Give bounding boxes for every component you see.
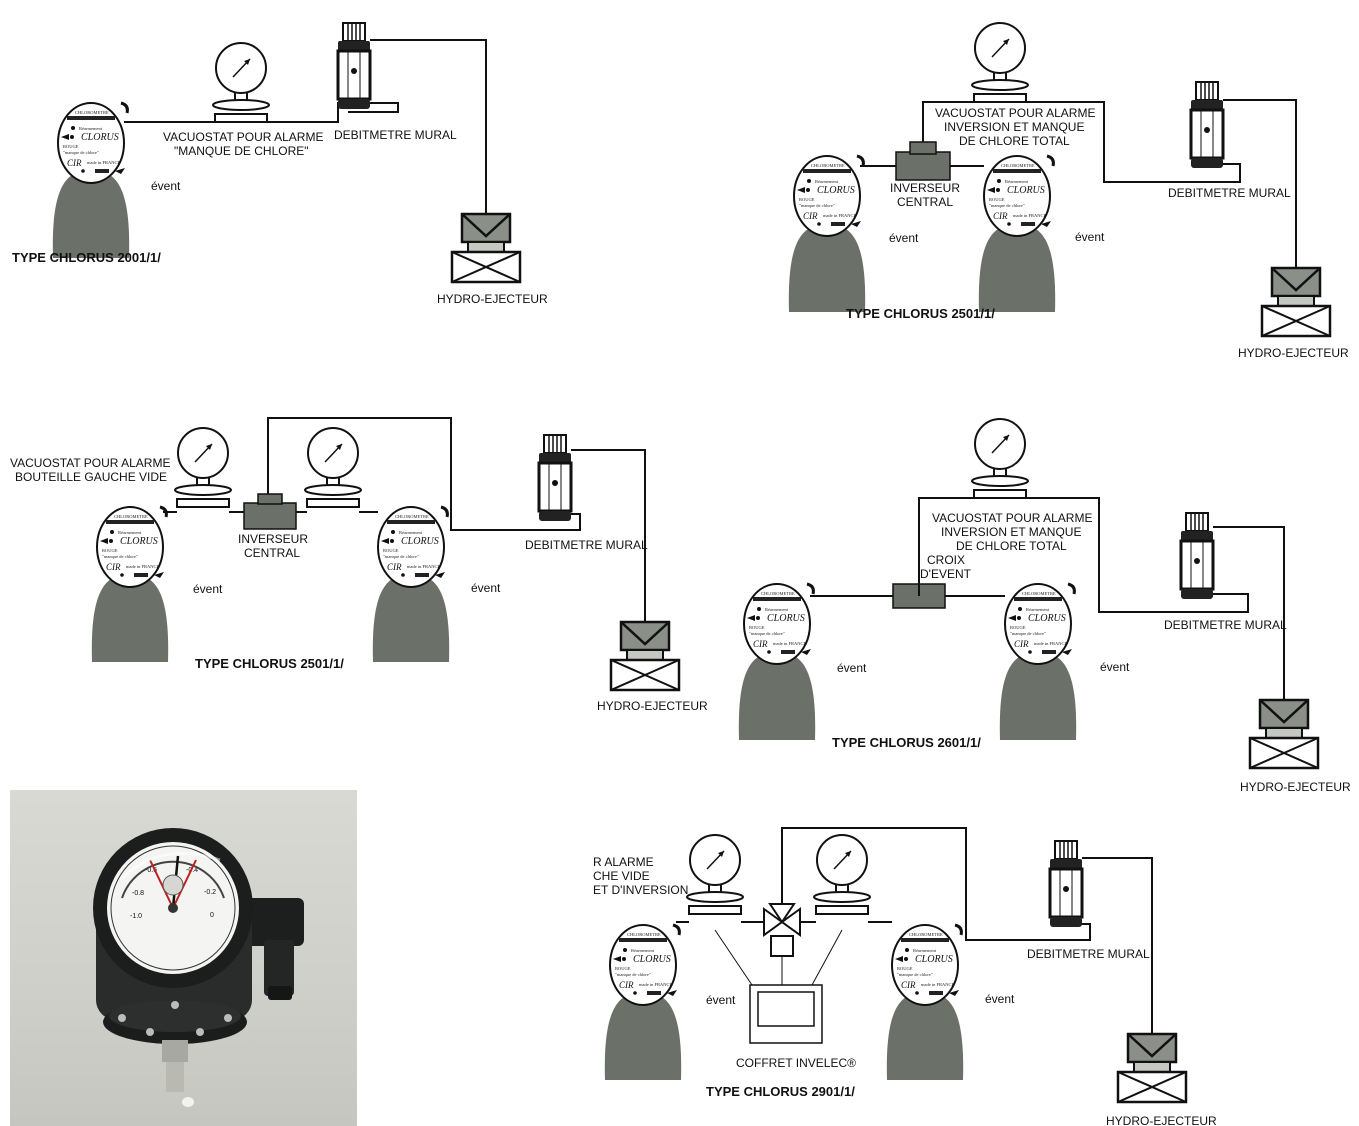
label-central: CENTRAL: [244, 546, 300, 560]
label-debitmetre: DEBITMETRE MURAL: [1027, 947, 1150, 961]
label-vacuostat-2: INVERSION ET MANQUE: [941, 525, 1081, 539]
label-vacuostat-3: DE CHLORE TOTAL: [959, 134, 1070, 148]
label-inverseur: INVERSEUR: [238, 532, 308, 546]
svg-text:-0.2: -0.2: [204, 889, 216, 896]
hydro-ejector: [1248, 698, 1320, 770]
hydro-ejector: [1116, 1032, 1188, 1104]
label-vacuostat-3: DE CHLORE TOTAL: [956, 539, 1067, 553]
vacuum-regulator-right: [376, 505, 449, 589]
diagram-chlorus-2601: VACUOSTAT POUR ALARME INVERSION ET MANQU…: [738, 418, 1351, 794]
label-event-right: évent: [985, 992, 1015, 1006]
gas-cylinder-left: [738, 652, 816, 740]
wall-flowmeter: [336, 21, 372, 111]
label-event-right: évent: [471, 581, 501, 595]
label-vacuostat-2: BOUTEILLE GAUCHE VIDE: [15, 470, 167, 484]
gas-cylinder-right: [978, 224, 1056, 312]
label-event-left: évent: [889, 231, 919, 245]
wall-flowmeter: [1179, 511, 1215, 601]
label-debitmetre: DEBITMETRE MURAL: [334, 128, 457, 142]
central-inverter: [243, 502, 297, 530]
gas-cylinder-left: [788, 224, 866, 312]
label-event-right: évent: [1100, 660, 1130, 674]
label-debitmetre: DEBITMETRE MURAL: [1168, 186, 1291, 200]
hydro-ejector: [1260, 266, 1332, 338]
label-hydro: HYDRO-EJECTEUR: [1106, 1114, 1217, 1126]
label-inverseur: INVERSEUR: [890, 181, 960, 195]
central-inverter: [895, 151, 951, 181]
label-debitmetre: DEBITMETRE MURAL: [525, 538, 648, 552]
vacuum-regulator-right: [1003, 582, 1076, 666]
vacuum-switch-gauge-right: [304, 427, 362, 508]
diagram-chlorus-2501-b: VACUOSTAT POUR ALARME BOUTEILLE GAUCHE V…: [10, 417, 708, 713]
gauge-scale-marks: -1.0 -0.8 -0.6 -0.4 -0.2 0: [130, 867, 216, 920]
title-2501-a: TYPE CHLORUS 2501/1/: [846, 306, 995, 321]
title-2001: TYPE CHLORUS 2001/1/: [12, 250, 161, 265]
diagram-chlorus-2901: R ALARME CHE VIDE ET D'INVERSION DEBITME…: [593, 827, 1217, 1126]
label-debitmetre: DEBITMETRE MURAL: [1164, 618, 1287, 632]
vacuum-switch-gauge: [212, 42, 270, 123]
wall-flowmeter: [537, 433, 573, 523]
vacuum-regulator-left: [742, 582, 815, 666]
vacuum-switch-photo: -1.0 -0.8 -0.6 -0.4 -0.2 0: [10, 790, 357, 1126]
title-2901: TYPE CHLORUS 2901/1/: [706, 1084, 855, 1099]
vacuum-switch-gauge: [971, 418, 1029, 499]
vacuum-switch-gauge: [971, 22, 1029, 103]
hydro-ejector: [450, 212, 522, 284]
svg-text:-1.0: -1.0: [130, 913, 142, 920]
diagram-chlorus-2001: VACUOSTAT POUR ALARME "MANQUE DE CHLORE"…: [12, 21, 548, 306]
label-hydro: HYDRO-EJECTEUR: [1238, 346, 1349, 360]
label-event-left: évent: [837, 661, 867, 675]
vacuum-regulator-right: [982, 154, 1055, 238]
label-coffret: COFFRET INVELEC®: [736, 1056, 856, 1070]
wall-flowmeter: [1189, 80, 1225, 170]
vacuum-regulator-left: [608, 923, 681, 1007]
hydro-ejector: [609, 620, 681, 692]
svg-text:-0.6: -0.6: [145, 867, 157, 874]
svg-text:-0.8: -0.8: [132, 890, 144, 897]
vacuum-regulator: [56, 101, 129, 185]
label-vacuostat-2: "MANQUE DE CHLORE": [174, 144, 309, 158]
diagram-chlorus-2501-a: VACUOSTAT POUR ALARME INVERSION ET MANQU…: [788, 22, 1349, 360]
label-cut-1: R ALARME: [593, 855, 654, 869]
vacuum-switch-gauge-left: [174, 427, 232, 508]
label-event-left: évent: [706, 993, 736, 1007]
label-vacuostat-1: VACUOSTAT POUR ALARME: [932, 511, 1092, 525]
gas-cylinder-right: [999, 652, 1077, 740]
label-hydro: HYDRO-EJECTEUR: [597, 699, 708, 713]
vacuum-switch-gauge-left: [686, 834, 744, 915]
title-2501-b: TYPE CHLORUS 2501/1/: [195, 656, 344, 671]
label-event-cross: D'EVENT: [920, 567, 972, 581]
vacuum-switch-photo-drawing: -1.0 -0.8 -0.6 -0.4 -0.2 0: [93, 828, 304, 1107]
label-central: CENTRAL: [897, 195, 953, 209]
three-way-valve: [763, 907, 784, 937]
vacuum-regulator-left: [95, 505, 168, 589]
label-cut-3: ET D'INVERSION: [593, 883, 688, 897]
label-vacuostat-1: VACUOSTAT POUR ALARME: [935, 106, 1095, 120]
label-vacuostat-2: INVERSION ET MANQUE: [944, 120, 1084, 134]
label-event: évent: [151, 179, 181, 193]
label-vacuostat-1: VACUOSTAT POUR ALARME: [10, 456, 170, 470]
label-hydro: HYDRO-EJECTEUR: [1240, 780, 1351, 794]
wall-flowmeter: [1048, 839, 1084, 929]
vacuum-regulator-left: [792, 154, 865, 238]
label-hydro: HYDRO-EJECTEUR: [437, 292, 548, 306]
svg-text:0: 0: [210, 912, 214, 919]
label-event-right: évent: [1075, 230, 1105, 244]
vacuum-switch-gauge-right: [813, 834, 871, 915]
label-vacuostat: VACUOSTAT POUR ALARME: [163, 130, 323, 144]
title-2601: TYPE CHLORUS 2601/1/: [832, 735, 981, 750]
label-croix: CROIX: [927, 553, 965, 567]
vacuum-regulator-right: [890, 923, 963, 1007]
label-cut-2: CHE VIDE: [593, 869, 650, 883]
svg-text:-0.4: -0.4: [186, 867, 198, 874]
label-event-left: évent: [193, 582, 223, 596]
